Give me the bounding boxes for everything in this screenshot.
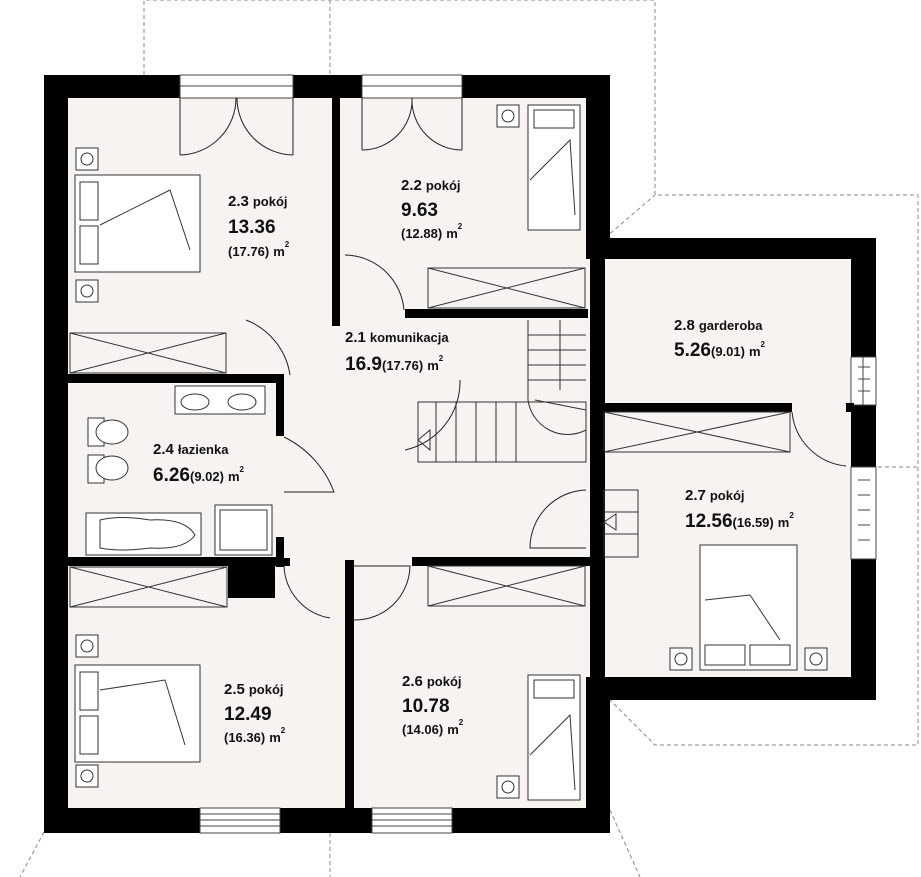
room-2.7-title: 2.7 pokój <box>685 487 745 504</box>
room-2.7-area: 12.56 <box>685 511 733 532</box>
room-2.2-unit: m <box>446 226 458 241</box>
room-2.4-unit: m <box>228 469 240 484</box>
room-2.7-name: pokój <box>710 488 745 503</box>
room-2.3-name: pokój <box>253 194 288 209</box>
room-2.4-number: 2.4 <box>153 441 175 458</box>
room-2.5-unit-sup: 2 <box>281 726 286 735</box>
room-2.3-area-gross: (17.76) m2 <box>228 240 290 259</box>
room-2.8-unit-sup: 2 <box>761 340 766 349</box>
room-2.1-unit-sup: 2 <box>439 354 444 363</box>
staircase <box>417 320 639 558</box>
room-2.3-number: 2.3 <box>228 193 249 210</box>
room-2.4-area: 6.26 <box>153 465 190 486</box>
room-2.1-area: 16.9 <box>345 354 382 375</box>
room-2.6-unit: m <box>447 722 459 737</box>
room-2.3-gross-value: (17.76) <box>228 244 269 259</box>
room-2.3-unit: m <box>273 244 285 259</box>
room-2.5-gross-value: (16.36) <box>224 730 265 745</box>
room-2.2-unit-sup: 2 <box>458 222 463 231</box>
room-2.1-name: komunikacja <box>370 330 450 345</box>
room-2.4-unit-sup: 2 <box>240 465 245 474</box>
room-2.1-number: 2.1 <box>345 329 366 346</box>
room-2.5-area-gross: (16.36) m2 <box>224 726 286 745</box>
room-2.4-area-line: 6.26(9.02) m2 <box>153 465 245 486</box>
interior-walls <box>68 98 854 808</box>
bathroom-fixtures <box>85 385 273 556</box>
room-2.7-area-line: 12.56(16.59) m2 <box>685 511 794 532</box>
beds <box>74 104 798 801</box>
room-2.8-name: garderoba <box>699 318 763 333</box>
room-2.6-area: 10.78 <box>402 696 450 717</box>
wardrobes <box>69 267 791 608</box>
room-2.8-gross-value: (9.01) <box>711 344 745 359</box>
room-2.8-title: 2.8 garderoba <box>674 317 763 334</box>
room-2.6-title: 2.6 pokój <box>402 673 462 690</box>
room-2.1-unit: m <box>427 358 439 373</box>
room-2.2-number: 2.2 <box>401 177 422 194</box>
window-mullions <box>180 85 870 827</box>
nightstands <box>75 104 828 799</box>
room-2.6-area-gross: (14.06) m2 <box>402 718 464 737</box>
room-2.5-unit: m <box>269 730 281 745</box>
room-2.8-unit: m <box>749 344 761 359</box>
room-2.2-gross-value: (12.88) <box>401 226 442 241</box>
room-2.4-name: łazienka <box>178 442 229 457</box>
room-2.6-gross-value: (14.06) <box>402 722 443 737</box>
room-2.3-title: 2.3 pokój <box>228 193 288 210</box>
room-2.5-number: 2.5 <box>224 681 245 698</box>
room-2.7-unit-sup: 2 <box>789 511 794 520</box>
doors <box>179 97 847 621</box>
room-2.6-unit-sup: 2 <box>459 718 464 727</box>
room-2.7-unit: m <box>778 515 790 530</box>
room-2.2-area: 9.63 <box>401 200 438 221</box>
room-2.2-area-gross: (12.88) m2 <box>401 222 463 241</box>
room-2.8-area-line: 5.26(9.01) m2 <box>674 340 766 361</box>
room-2.3-unit-sup: 2 <box>285 240 290 249</box>
room-2.5-title: 2.5 pokój <box>224 681 284 698</box>
room-2.5-area: 12.49 <box>224 704 272 725</box>
room-2.6-number: 2.6 <box>402 673 423 690</box>
room-2.4-gross-value: (9.02) <box>190 469 224 484</box>
room-2.6-name: pokój <box>427 674 462 689</box>
room-2.1-title: 2.1 komunikacja <box>345 329 449 346</box>
room-2.3-area: 13.36 <box>228 217 276 238</box>
room-2.8-number: 2.8 <box>674 317 695 334</box>
room-2.1-area-line: 16.9(17.76) m2 <box>345 354 444 375</box>
room-2.2-name: pokój <box>426 178 461 193</box>
room-2.8-area: 5.26 <box>674 340 711 361</box>
room-2.5-name: pokój <box>249 682 284 697</box>
room-2.7-number: 2.7 <box>685 487 706 504</box>
room-2.7-gross-value: (16.59) <box>733 515 774 530</box>
room-2.1-gross-value: (17.76) <box>382 358 423 373</box>
room-2.2-title: 2.2 pokój <box>401 177 461 194</box>
